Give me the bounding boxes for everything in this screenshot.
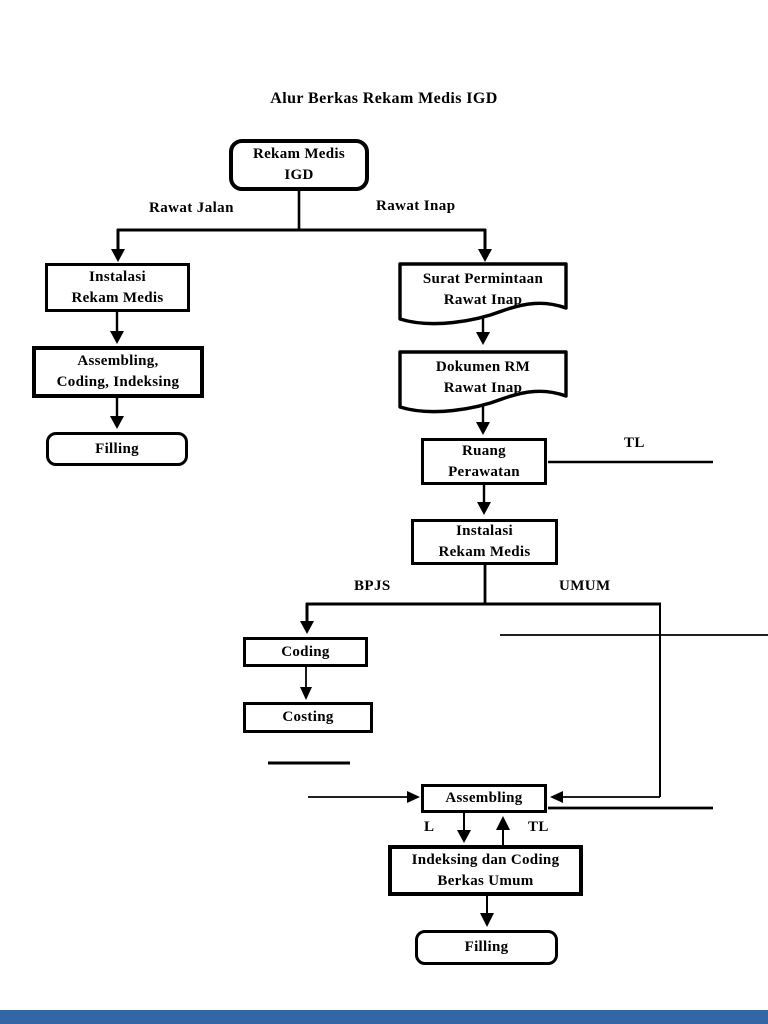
arrow-coding-costing-head bbox=[300, 687, 312, 700]
node-assembling: Assembling bbox=[421, 784, 547, 813]
diagram-title: Alur Berkas Rekam Medis IGD bbox=[270, 90, 498, 107]
node-dokumen-rm-label: Dokumen RM Rawat Inap bbox=[435, 359, 531, 396]
arrow-instalasi-assembling-head bbox=[110, 331, 124, 344]
bottom-page-bar bbox=[0, 1010, 768, 1024]
node-surat-permintaan-label: Surat Permintaan Rawat Inap bbox=[422, 271, 544, 308]
node-coding: Coding bbox=[243, 637, 368, 667]
node-dokumen-rm-rawat-inap: Dokumen RM Rawat Inap bbox=[398, 350, 568, 418]
edge-label-bpjs: BPJS bbox=[354, 578, 391, 594]
node-surat-permintaan-rawat-inap: Surat Permintaan Rawat Inap bbox=[398, 262, 568, 330]
arrow-rawat-inap-head bbox=[478, 249, 492, 262]
arrow-rawat-jalan-head bbox=[111, 249, 125, 262]
node-filling-jalan: Filling bbox=[46, 432, 188, 466]
edge-label-tl-ruang: TL bbox=[624, 435, 645, 451]
edge-label-l-assembling: L bbox=[424, 819, 435, 835]
node-indeksing-coding-berkas-umum: Indeksing dan Coding Berkas Umum bbox=[388, 845, 583, 896]
edge-label-tl-assembling: TL bbox=[528, 819, 549, 835]
node-instalasi-rekam-medis-inap: Instalasi Rekam Medis bbox=[411, 519, 558, 565]
arrow-bpjs-head bbox=[300, 621, 314, 634]
arrow-indeksing-filling-head bbox=[480, 913, 494, 927]
arrow-right-into-assembling-head bbox=[550, 791, 563, 803]
arrow-surat-dokumen-head bbox=[476, 332, 490, 345]
arrow-assembling-filling-head bbox=[110, 416, 124, 429]
arrow-dokumen-ruang-head bbox=[476, 422, 490, 435]
document-shape-icon bbox=[398, 350, 568, 414]
arrow-ruang-instalasi-head bbox=[477, 502, 491, 515]
edge-label-umum: UMUM bbox=[559, 578, 611, 594]
arrow-assembling-indeksing-head bbox=[457, 830, 471, 843]
arrow-indeksing-assembling-head bbox=[496, 816, 510, 830]
edge-label-rawat-jalan: Rawat Jalan bbox=[149, 200, 234, 216]
node-rekam-medis-igd: Rekam Medis IGD bbox=[229, 139, 369, 191]
document-shape-icon bbox=[398, 262, 568, 326]
node-assembling-coding-indeksing: Assembling, Coding, Indeksing bbox=[32, 346, 204, 398]
edge-label-rawat-inap: Rawat Inap bbox=[376, 198, 456, 214]
node-filling-inap: Filling bbox=[415, 930, 558, 965]
node-ruang-perawatan: Ruang Perawatan bbox=[421, 438, 547, 485]
arrow-left-into-assembling-head bbox=[407, 791, 420, 803]
node-costing: Costing bbox=[243, 702, 373, 733]
node-instalasi-rekam-medis-jalan: Instalasi Rekam Medis bbox=[45, 263, 190, 312]
